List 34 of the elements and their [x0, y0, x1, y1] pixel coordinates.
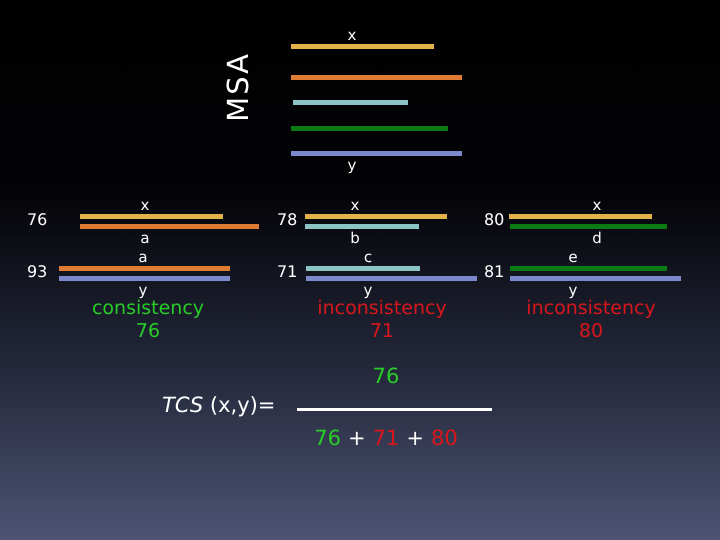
sequence-name: e [568, 249, 578, 265]
sequence-name: a [140, 230, 150, 246]
inconsistency-label: inconsistency [526, 298, 656, 320]
inconsistency-label: inconsistency [317, 298, 447, 320]
msa-label: MSA [222, 52, 256, 122]
sequence-name: d [592, 230, 602, 246]
consistency-label: consistency [92, 298, 204, 320]
sequence-name: y [568, 282, 578, 298]
sequence-name: b [350, 230, 360, 246]
score-number: 78 [277, 211, 298, 230]
plus-sign: + [348, 426, 366, 450]
sequence-name: a [138, 249, 148, 265]
score-number: 71 [277, 263, 298, 282]
sequence-name: x [348, 27, 356, 43]
numerator-number: 76 [372, 364, 400, 388]
sequence-name: y [348, 157, 356, 173]
score-number: 80 [578, 321, 604, 343]
plus-sign: + [406, 426, 424, 450]
sequence-name: y [138, 282, 148, 298]
sequence-name: x [350, 197, 360, 213]
score-number: 80 [484, 211, 504, 230]
score-number: 81 [484, 263, 504, 282]
score-number: 93 [27, 263, 48, 282]
denominator-number: 80 [430, 426, 458, 450]
sequence-name: x [140, 197, 150, 213]
score-number: 76 [27, 211, 48, 230]
denominator-number: 71 [372, 426, 400, 450]
score-number: 76 [136, 321, 160, 343]
sequence-name: x [592, 197, 602, 213]
formula-label: TCS (x,y)= [162, 393, 276, 418]
score-number: 71 [370, 321, 394, 343]
denominator-number: 76 [314, 426, 342, 450]
sequence-name: c [364, 249, 372, 265]
sequence-name: y [364, 282, 372, 298]
